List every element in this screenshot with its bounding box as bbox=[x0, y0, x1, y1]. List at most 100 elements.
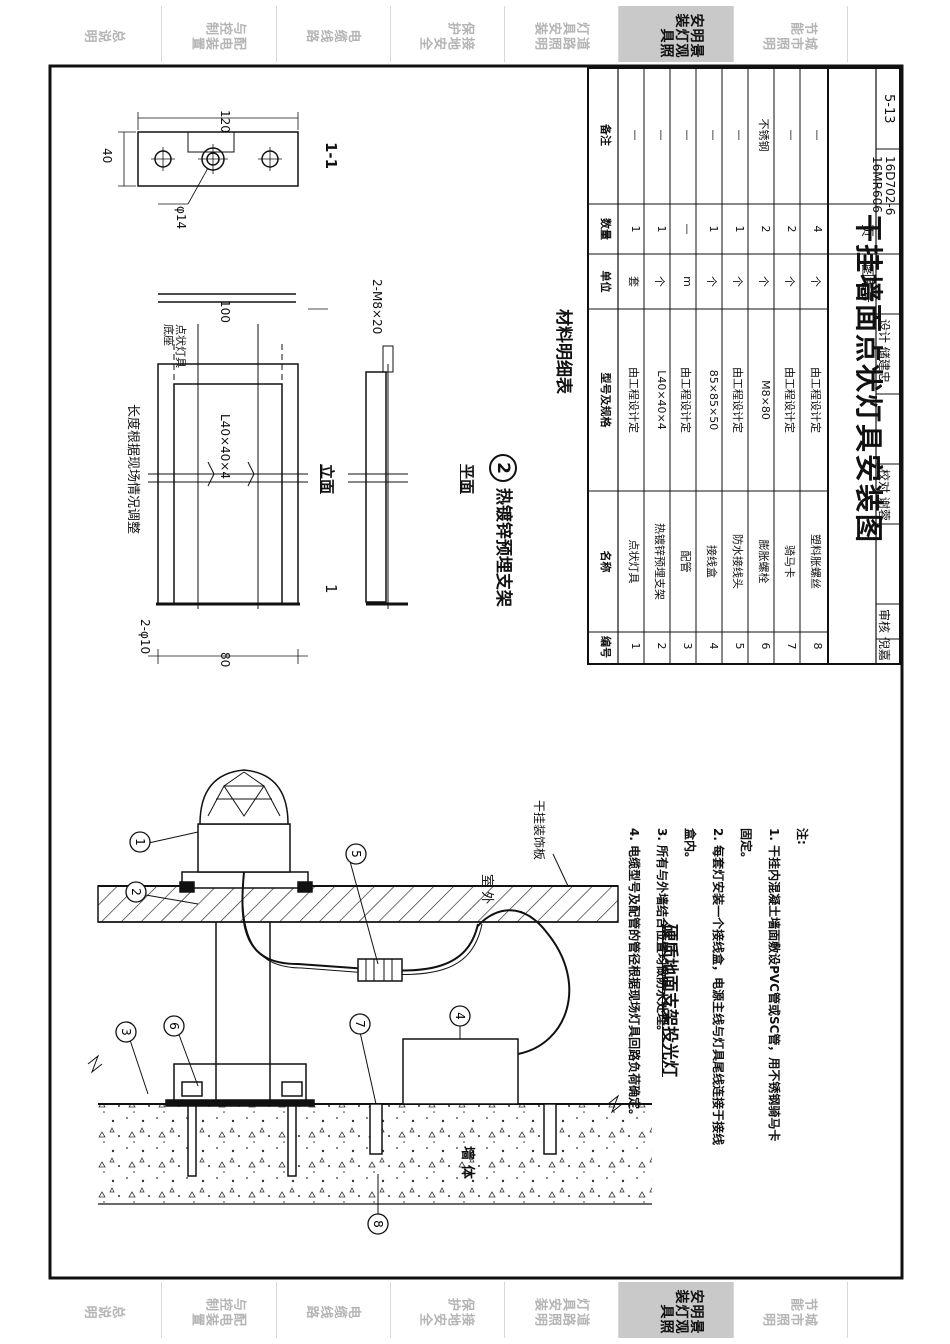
callout-number: 1 bbox=[133, 838, 147, 846]
dim-80: 80 bbox=[218, 652, 232, 668]
callout-number: 4 bbox=[453, 1012, 467, 1020]
chapter-tab[interactable]: 接地安全保护 bbox=[391, 1282, 506, 1338]
table-cell: 1 bbox=[655, 225, 668, 233]
table-cell: 由工程设计定 bbox=[783, 367, 796, 433]
bolt-spec: 2-M8×20 bbox=[370, 279, 384, 335]
chapter-tab-label: 道路照明灯具安装 bbox=[533, 1295, 590, 1325]
chapter-tab-label: 配电装置与控制 bbox=[190, 1295, 247, 1325]
chapter-tab-label: 配电装置与控制 bbox=[190, 19, 247, 49]
angle-spec: L40×40×4 bbox=[218, 414, 232, 479]
table-cell: 个 bbox=[783, 276, 796, 287]
section-label: 1-1 bbox=[322, 142, 340, 170]
table-cell: — bbox=[707, 129, 720, 141]
chapter-tabs-top: 总说明配电装置与控制 电缆线路 接地安全保护道路照明灯具安装景观照明灯具安装城市照明… bbox=[48, 6, 848, 62]
callout-number: 6 bbox=[167, 1022, 181, 1030]
table-cell: 编号 bbox=[599, 636, 612, 658]
table-cell: 1 bbox=[707, 225, 720, 233]
dim-100: 100 bbox=[218, 300, 232, 323]
chapter-tab[interactable]: 接地安全保护 bbox=[391, 6, 506, 62]
table-cell: — bbox=[681, 129, 694, 141]
table-cell: 名称 bbox=[599, 550, 612, 573]
table-cell: 套 bbox=[627, 276, 640, 287]
wall-label: 干挂装饰板 bbox=[532, 800, 546, 861]
section-1-1 bbox=[118, 112, 299, 205]
table-cell: — bbox=[811, 129, 824, 141]
chapter-tab[interactable]: 总说明 bbox=[48, 1282, 163, 1338]
detail-caption: 2 热镀锌预埋支架 bbox=[489, 454, 518, 607]
table-cell: 接线盒 bbox=[705, 545, 718, 578]
table-cell: — bbox=[681, 223, 694, 235]
chapter-tab[interactable]: 配电装置与控制 bbox=[162, 1282, 277, 1338]
callout-circle bbox=[349, 1013, 371, 1035]
callout-number: 7 bbox=[353, 1020, 367, 1028]
table-cell: 85×85×50 bbox=[707, 369, 720, 431]
callout-circle bbox=[449, 1005, 471, 1027]
table-cell: 4 bbox=[707, 642, 720, 650]
chapter-tabs-bottom: 总说明配电装置与控制 电缆线路 接地安全保护 道路照明灯具安装景观照明灯具安装城市照明… bbox=[48, 1282, 848, 1338]
chapter-tab-label: 接地安全保护 bbox=[419, 1295, 476, 1325]
callout-number: 2 bbox=[129, 888, 143, 896]
chapter-tab[interactable]: 城市照明节能 bbox=[734, 6, 848, 62]
table-cell: 8 bbox=[811, 642, 824, 650]
hole-2phi10: 2-φ10 bbox=[138, 619, 152, 655]
hole-phi14: φ14 bbox=[174, 206, 188, 230]
chapter-tab[interactable]: 景观照明灯具安装 bbox=[619, 1282, 734, 1338]
detail-plan bbox=[348, 345, 408, 609]
sheet-border bbox=[48, 64, 904, 1280]
length-note: 长度根据现场情况调整 bbox=[125, 404, 140, 535]
table-cell: 3 bbox=[681, 642, 694, 650]
signoff-review: 审核 倪嘉 bbox=[877, 609, 891, 661]
section-marker: 1 bbox=[322, 584, 340, 594]
notes: 注: 1. 干挂内混凝土墙面敷设PVC管或SC管，用不锈钢骑马卡固定。 2. 每… bbox=[627, 828, 809, 1146]
callout-circle bbox=[125, 881, 147, 903]
table-cell: 单位 bbox=[599, 270, 612, 293]
callout-circle bbox=[163, 1015, 185, 1037]
page-label: 页 bbox=[859, 224, 874, 238]
chapter-tab[interactable]: 道路照明灯具安装 bbox=[505, 1282, 620, 1338]
chapter-tab[interactable]: 道路照明灯具安装 bbox=[505, 6, 620, 62]
table-cell: 热镀锌预埋支架 bbox=[653, 523, 666, 600]
elevation-label: 立面 bbox=[318, 464, 336, 495]
table-cell: 防水接线头 bbox=[731, 534, 744, 589]
table-cell: 个 bbox=[653, 276, 666, 287]
chapter-tab-label: 城市照明节能 bbox=[762, 19, 819, 49]
detail-elevation bbox=[148, 293, 328, 664]
chapter-tab[interactable]: 配电装置与控制 bbox=[162, 6, 277, 62]
table-cell: 1 bbox=[733, 225, 746, 233]
table-cell: m bbox=[681, 276, 694, 287]
dim-40: 40 bbox=[100, 148, 114, 164]
table-cell: 2 bbox=[785, 225, 798, 233]
table-cell: 型号及规格 bbox=[599, 372, 612, 428]
table-cell: 6 bbox=[759, 642, 772, 650]
chapter-tab[interactable]: 城市照明节能 bbox=[734, 1282, 848, 1338]
callout-number: 3 bbox=[119, 1028, 133, 1036]
chapter-tab[interactable]: 景观照明灯具安装 bbox=[619, 6, 734, 62]
chapter-tab[interactable]: 总说明 bbox=[48, 6, 163, 62]
table-cell: 个 bbox=[757, 276, 770, 287]
chapter-tab[interactable]: 电缆线路 bbox=[277, 1282, 391, 1338]
chapter-tab-label: 道路照明灯具安装 bbox=[533, 19, 590, 49]
table-cell: 由工程设计定 bbox=[731, 367, 744, 433]
outdoor-label: 室 外 bbox=[479, 874, 494, 905]
table-cell: 7 bbox=[785, 642, 798, 650]
callout-circle bbox=[115, 1021, 137, 1043]
callout-number: 5 bbox=[349, 850, 363, 858]
table-cell: 1 bbox=[629, 642, 642, 650]
chapter-tab-label: 电缆线路 bbox=[305, 26, 362, 42]
table-cell: 数量 bbox=[599, 218, 612, 240]
table-cell: 由工程设计定 bbox=[679, 367, 692, 433]
table-cell: 5 bbox=[733, 642, 746, 650]
table-cell: 点状灯具 bbox=[627, 539, 640, 584]
chapter-tab-label: 电缆线路 bbox=[305, 1302, 362, 1318]
table-cell: 2 bbox=[655, 642, 668, 650]
plan-label: 平面 bbox=[458, 464, 476, 495]
table-cell: 个 bbox=[705, 276, 718, 287]
chapter-tab[interactable]: 电缆线路 bbox=[277, 6, 391, 62]
page-number: 5-13 bbox=[881, 94, 896, 124]
dim-120: 120 bbox=[218, 110, 232, 133]
table-cell: 膨胀螺栓 bbox=[757, 539, 770, 584]
table-cell: 2 bbox=[759, 225, 772, 233]
